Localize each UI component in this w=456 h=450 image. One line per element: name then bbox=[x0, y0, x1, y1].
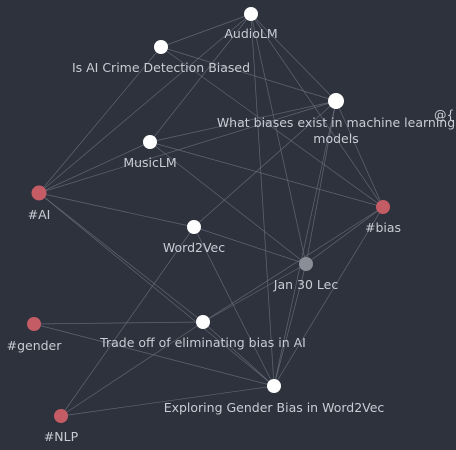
node-label-line: What biases exist in machine learning bbox=[217, 115, 455, 130]
node-label-tradeoff: Trade off of eliminating bias in AI bbox=[99, 335, 306, 350]
graph-node-musiclm[interactable]: MusicLM bbox=[123, 135, 177, 170]
node-label-crime: Is AI Crime Detection Biased bbox=[72, 60, 250, 75]
edge-musiclm-jan30 bbox=[149, 141, 307, 265]
node-label-audiolm: AudioLM bbox=[224, 26, 277, 41]
edge-audiolm-ai bbox=[38, 13, 252, 194]
node-label-gender: #gender bbox=[7, 338, 63, 353]
graph-node-tradeoff[interactable]: Trade off of eliminating bias in AI bbox=[99, 315, 306, 350]
edge-biases-bias bbox=[335, 100, 384, 208]
edge-audiolm-jan30 bbox=[250, 13, 307, 265]
graph-node-word2vec[interactable]: Word2Vec bbox=[163, 220, 225, 255]
nodes-layer: AudioLM Is AI Crime Detection BiasedWhat … bbox=[7, 7, 455, 444]
node-label-jan30: Jan 30 Lec bbox=[273, 277, 339, 292]
graph-node-exploring[interactable]: Exploring Gender Bias in Word2Vec bbox=[164, 379, 385, 415]
edge-ai-word2vec bbox=[38, 192, 195, 228]
node-label-line: models bbox=[313, 131, 358, 146]
edge-crime-ai bbox=[38, 46, 162, 194]
edge-tradeoff-nlp bbox=[60, 321, 204, 417]
node-label-nlp: #NLP bbox=[44, 429, 79, 444]
edge-bias-exploring bbox=[273, 206, 384, 387]
node-label-exploring: Exploring Gender Bias in Word2Vec bbox=[164, 400, 385, 415]
edges-layer bbox=[33, 13, 384, 417]
graph-node-crime[interactable]: Is AI Crime Detection Biased bbox=[72, 40, 250, 75]
edge-tradeoff-exploring bbox=[202, 321, 275, 387]
edge-audiolm-musiclm bbox=[149, 13, 252, 143]
node-dot-nlp[interactable] bbox=[54, 409, 68, 423]
edge-bias-tradeoff bbox=[202, 206, 384, 323]
graph-node-ai[interactable]: #AI bbox=[28, 185, 51, 223]
node-dot-gender[interactable] bbox=[27, 317, 41, 331]
graph-node-nlp[interactable]: #NLP bbox=[44, 409, 79, 444]
edge-musiclm-bias bbox=[149, 141, 384, 208]
edge-audiolm-biases bbox=[250, 13, 337, 102]
node-dot-bias[interactable] bbox=[376, 200, 390, 214]
graph-node-audiolm[interactable]: AudioLM bbox=[224, 7, 278, 41]
clipped-node-label: @{{ bbox=[434, 107, 456, 122]
graph-node-bias[interactable]: #bias bbox=[365, 200, 401, 235]
edge-biases-word2vec bbox=[193, 100, 337, 228]
node-dot-ai[interactable] bbox=[31, 185, 47, 201]
edge-word2vec-jan30 bbox=[193, 226, 307, 265]
node-dot-biases[interactable] bbox=[328, 93, 344, 109]
edge-word2vec-exploring bbox=[193, 226, 275, 387]
graph-node-gender[interactable]: #gender bbox=[7, 317, 63, 353]
node-dot-jan30[interactable] bbox=[299, 257, 313, 271]
graph-node-jan30[interactable]: Jan 30 Lec bbox=[273, 257, 339, 292]
node-dot-musiclm[interactable] bbox=[143, 135, 157, 149]
edge-ai-exploring bbox=[38, 192, 275, 387]
edge-exploring-nlp bbox=[60, 385, 275, 417]
edge-jan30-tradeoff bbox=[202, 263, 307, 323]
edge-biases-musiclm bbox=[149, 100, 337, 143]
edge-gender-tradeoff bbox=[33, 321, 204, 325]
node-dot-word2vec[interactable] bbox=[187, 220, 201, 234]
node-label-bias: #bias bbox=[365, 220, 401, 235]
node-dot-audiolm[interactable] bbox=[244, 7, 258, 21]
edge-crime-biases bbox=[160, 46, 337, 102]
edge-audiolm-crime bbox=[160, 13, 252, 48]
edge-ai-tradeoff bbox=[38, 192, 204, 323]
node-label-musiclm: MusicLM bbox=[123, 155, 176, 170]
node-label-word2vec: Word2Vec bbox=[163, 240, 225, 255]
edge-biases-jan30 bbox=[305, 100, 337, 265]
edge-biases-exploring bbox=[273, 100, 337, 387]
edge-biases-ai bbox=[38, 100, 337, 194]
node-dot-tradeoff[interactable] bbox=[196, 315, 210, 329]
edge-audiolm-exploring bbox=[250, 13, 275, 387]
edge-jan30-exploring bbox=[273, 263, 307, 387]
edge-gender-exploring bbox=[33, 323, 275, 387]
edge-word2vec-nlp bbox=[60, 226, 195, 417]
node-dot-exploring[interactable] bbox=[267, 379, 281, 393]
node-dot-crime[interactable] bbox=[154, 40, 168, 54]
edge-audiolm-bias bbox=[250, 13, 384, 208]
node-label-ai: #AI bbox=[28, 207, 51, 222]
edge-musiclm-ai bbox=[38, 141, 151, 194]
edge-crime-bias bbox=[160, 46, 384, 208]
edge-bias-jan30 bbox=[305, 206, 384, 265]
